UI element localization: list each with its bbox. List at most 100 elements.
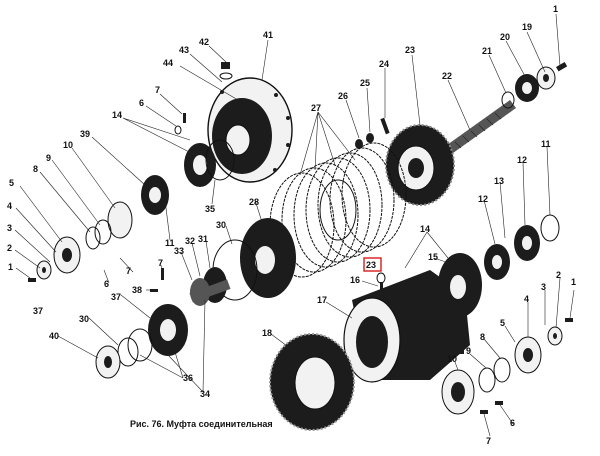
- flange-bolt-hole-4: [273, 168, 277, 172]
- end-bolt: [555, 61, 568, 72]
- splined-shaft: [440, 100, 516, 158]
- ring-36b: [117, 337, 139, 367]
- cover-bore: [225, 124, 251, 156]
- ring-9: [94, 219, 112, 245]
- bolt-1: [28, 278, 36, 282]
- label-20: 20: [500, 32, 510, 42]
- label-14: 14: [112, 110, 122, 120]
- bolt-1c: [565, 318, 573, 322]
- label-21: 21: [482, 46, 492, 56]
- label-2: 2: [7, 243, 12, 253]
- label-5: 5: [9, 178, 14, 188]
- label-2-right: 2: [556, 270, 561, 280]
- label-7: 7: [155, 85, 160, 95]
- label-15: 15: [428, 252, 438, 262]
- flange-10b-hub: [451, 382, 465, 402]
- disc-5: [317, 152, 383, 258]
- shaft-splines: [454, 112, 502, 149]
- eye-bolt-23: [376, 272, 386, 284]
- washer-2-hole: [42, 267, 46, 273]
- seal-35: [205, 139, 235, 181]
- label-12: 12: [478, 194, 488, 204]
- label-11-right: 11: [541, 139, 551, 149]
- figure-caption: Рис. 76. Муфта соединительная: [130, 419, 273, 429]
- end-flange-4b-hub: [523, 348, 533, 362]
- label-5-right: 5: [500, 318, 505, 328]
- label-27: 27: [311, 103, 321, 113]
- label-43: 43: [179, 45, 189, 55]
- disc-6: [329, 147, 395, 253]
- label-14-right: 14: [420, 224, 430, 234]
- ring-8b: [493, 357, 511, 383]
- bearing-39-bore: [149, 187, 161, 203]
- label-7-lower: 7: [158, 258, 163, 268]
- middle-left-hub-group: [150, 218, 296, 306]
- label-33: 33: [174, 246, 184, 256]
- ring-9b: [478, 367, 496, 393]
- hub-37-inner: [160, 319, 176, 341]
- label-24: 24: [379, 59, 389, 69]
- hub-15-bore: [450, 275, 466, 299]
- label-34: 34: [200, 389, 210, 399]
- clutch-drum-23: [385, 124, 455, 206]
- locking-pin: [380, 117, 390, 135]
- lower-left-bearing-cluster: [95, 304, 188, 379]
- label-22: 22: [442, 71, 452, 81]
- end-flange-hub: [62, 248, 72, 262]
- label-4-right: 4: [524, 294, 529, 304]
- ring-8: [85, 226, 101, 250]
- cover-housing-41: [207, 62, 293, 183]
- label-3-right: 3: [541, 282, 546, 292]
- label-12-upper: 12: [517, 155, 527, 165]
- flange-10: [107, 201, 133, 239]
- plate-40-hub: [104, 356, 112, 368]
- disc-inner: [319, 179, 357, 241]
- bolt-7d: [480, 410, 488, 414]
- label-19: 19: [522, 22, 532, 32]
- label-30-lower: 30: [79, 314, 89, 324]
- ring-gear-18: [269, 333, 355, 431]
- housing-opening-inner: [356, 316, 388, 368]
- bearing-14-inner: [193, 155, 207, 175]
- end-washer-hole: [543, 74, 549, 82]
- label-25: 25: [360, 78, 370, 88]
- eye-bolt-stem: [380, 282, 383, 290]
- label-32: 32: [185, 236, 195, 246]
- flange-bolt-hole-2: [286, 116, 290, 120]
- label-10: 10: [63, 140, 73, 150]
- label-7-mid: 7: [126, 266, 131, 276]
- label-10-right: 10: [447, 354, 457, 364]
- right-end-flange-group: [441, 318, 573, 415]
- label-17: 17: [317, 295, 327, 305]
- drum-hub: [408, 158, 424, 178]
- label-6-mid: 6: [104, 279, 109, 289]
- label-35: 35: [205, 204, 215, 214]
- label-1-left: 1: [8, 262, 13, 272]
- bearing-bore: [522, 82, 532, 94]
- disc-3: [293, 162, 359, 268]
- label-9: 9: [46, 153, 51, 163]
- upper-left-bearing-stack: [174, 113, 235, 187]
- label-1: 1: [553, 4, 558, 14]
- small-bushing: [366, 133, 374, 143]
- label-28: 28: [249, 197, 259, 207]
- label-39: 39: [80, 129, 90, 139]
- label-26: 26: [338, 91, 348, 101]
- seal-11: [540, 214, 560, 242]
- label-37: 37: [111, 292, 121, 302]
- label-16: 16: [350, 275, 360, 285]
- label-7-right: 7: [486, 436, 491, 446]
- disc-28-bore: [255, 246, 275, 274]
- leader-lines: [14, 13, 575, 437]
- label-42: 42: [199, 37, 209, 47]
- label-36: 36: [183, 373, 193, 383]
- label-30: 30: [216, 220, 226, 230]
- ring-36a: [127, 328, 153, 362]
- label-44: 44: [163, 58, 173, 68]
- label-13: 13: [494, 176, 504, 186]
- label-6-right: 6: [510, 418, 515, 428]
- label-8-right: 8: [480, 332, 485, 342]
- label-6: 6: [139, 98, 144, 108]
- label-3: 3: [7, 223, 12, 233]
